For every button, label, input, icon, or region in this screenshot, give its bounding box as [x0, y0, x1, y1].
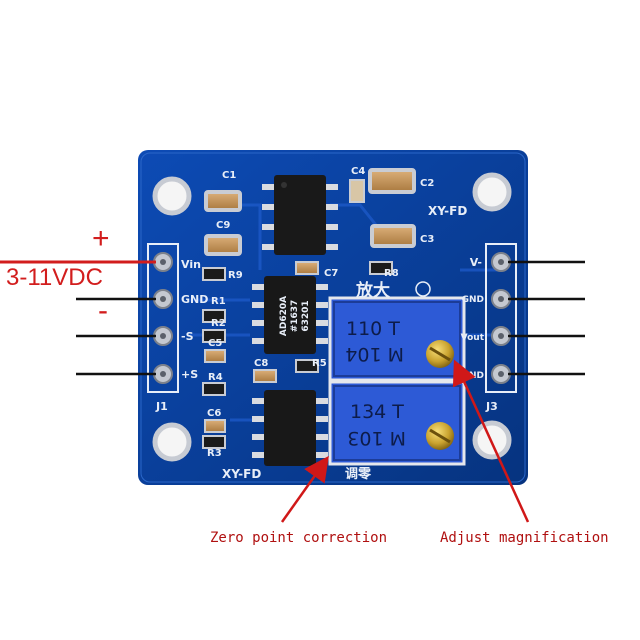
left-pin-plus-s: +S [181, 368, 198, 381]
svg-text:C7: C7 [324, 268, 338, 279]
svg-text:C1: C1 [222, 170, 236, 181]
adjust-indicator-icon [415, 281, 431, 297]
caption-zero-point: Zero point correction [210, 530, 388, 546]
left-pin-minus-s: -S [181, 330, 194, 343]
svg-text:R3: R3 [207, 448, 222, 459]
right-pin-gnd2: GND [462, 371, 484, 381]
chip-marking-line2: #1637 [290, 300, 300, 333]
chinese-label-zero: 调零 [345, 467, 372, 482]
svg-text:C2: C2 [420, 178, 434, 189]
right-pin-v-minus: V- [470, 256, 482, 269]
arrow-adjust [452, 359, 530, 523]
pot-bottom-code1: 134 T [350, 401, 404, 423]
svg-text:R2: R2 [211, 318, 226, 329]
svg-text:C6: C6 [207, 408, 221, 419]
wires [76, 260, 585, 376]
svg-text:R8: R8 [384, 268, 399, 279]
ic-bottom [252, 390, 328, 466]
pcb-edge [140, 152, 526, 483]
left-header [147, 243, 179, 393]
right-pin-vout: Vout [461, 333, 485, 343]
smd-resistors [202, 261, 393, 449]
supply-voltage-label: 3-11VDC [6, 264, 103, 291]
pot-top-code1: 110 T [346, 318, 400, 340]
chinese-label-magnify: 放大 [355, 280, 390, 301]
right-pin-gnd: GND [462, 295, 484, 305]
svg-text:C4: C4 [351, 166, 365, 177]
minus-sign: - [98, 294, 108, 327]
svg-text:R9: R9 [228, 270, 243, 281]
right-header-ref: J3 [485, 400, 498, 413]
left-pin-vin: Vin [181, 258, 201, 271]
svg-text:C3: C3 [420, 234, 434, 245]
board-name-bottom: XY-FD [222, 467, 261, 481]
smd-capacitors [204, 168, 416, 433]
chip-marking-line3: 63201 [301, 300, 311, 331]
mounting-holes [152, 172, 512, 462]
left-header-ref: J1 [155, 400, 168, 413]
plus-sign: + [92, 222, 110, 255]
svg-text:C8: C8 [254, 358, 268, 369]
svg-text:R1: R1 [211, 296, 226, 307]
pot-zero[interactable]: 134 T M 103 [328, 380, 466, 466]
pot-bottom-code2: M 103 [347, 427, 406, 449]
component-refs: C1 C4 C2 C9 C3 C7 R8 R9 R1 R2 C5 R4 C8 R… [207, 166, 434, 459]
caption-adjust: Adjust magnification [440, 530, 609, 546]
chip-marking-line1: AD620A [279, 296, 289, 336]
svg-text:R5: R5 [312, 358, 327, 369]
ic-top [262, 175, 338, 255]
pot-top-code2: M 104 [345, 343, 404, 365]
left-pin-gnd: GND [181, 293, 208, 306]
pot-magnification[interactable]: 110 T M 104 [328, 296, 466, 382]
arrow-zero [280, 455, 329, 523]
svg-text:R4: R4 [208, 372, 223, 383]
board-name-top: XY-FD [428, 204, 467, 218]
ic-middle [252, 276, 328, 354]
svg-text:C5: C5 [208, 338, 222, 349]
svg-text:C9: C9 [216, 220, 230, 231]
